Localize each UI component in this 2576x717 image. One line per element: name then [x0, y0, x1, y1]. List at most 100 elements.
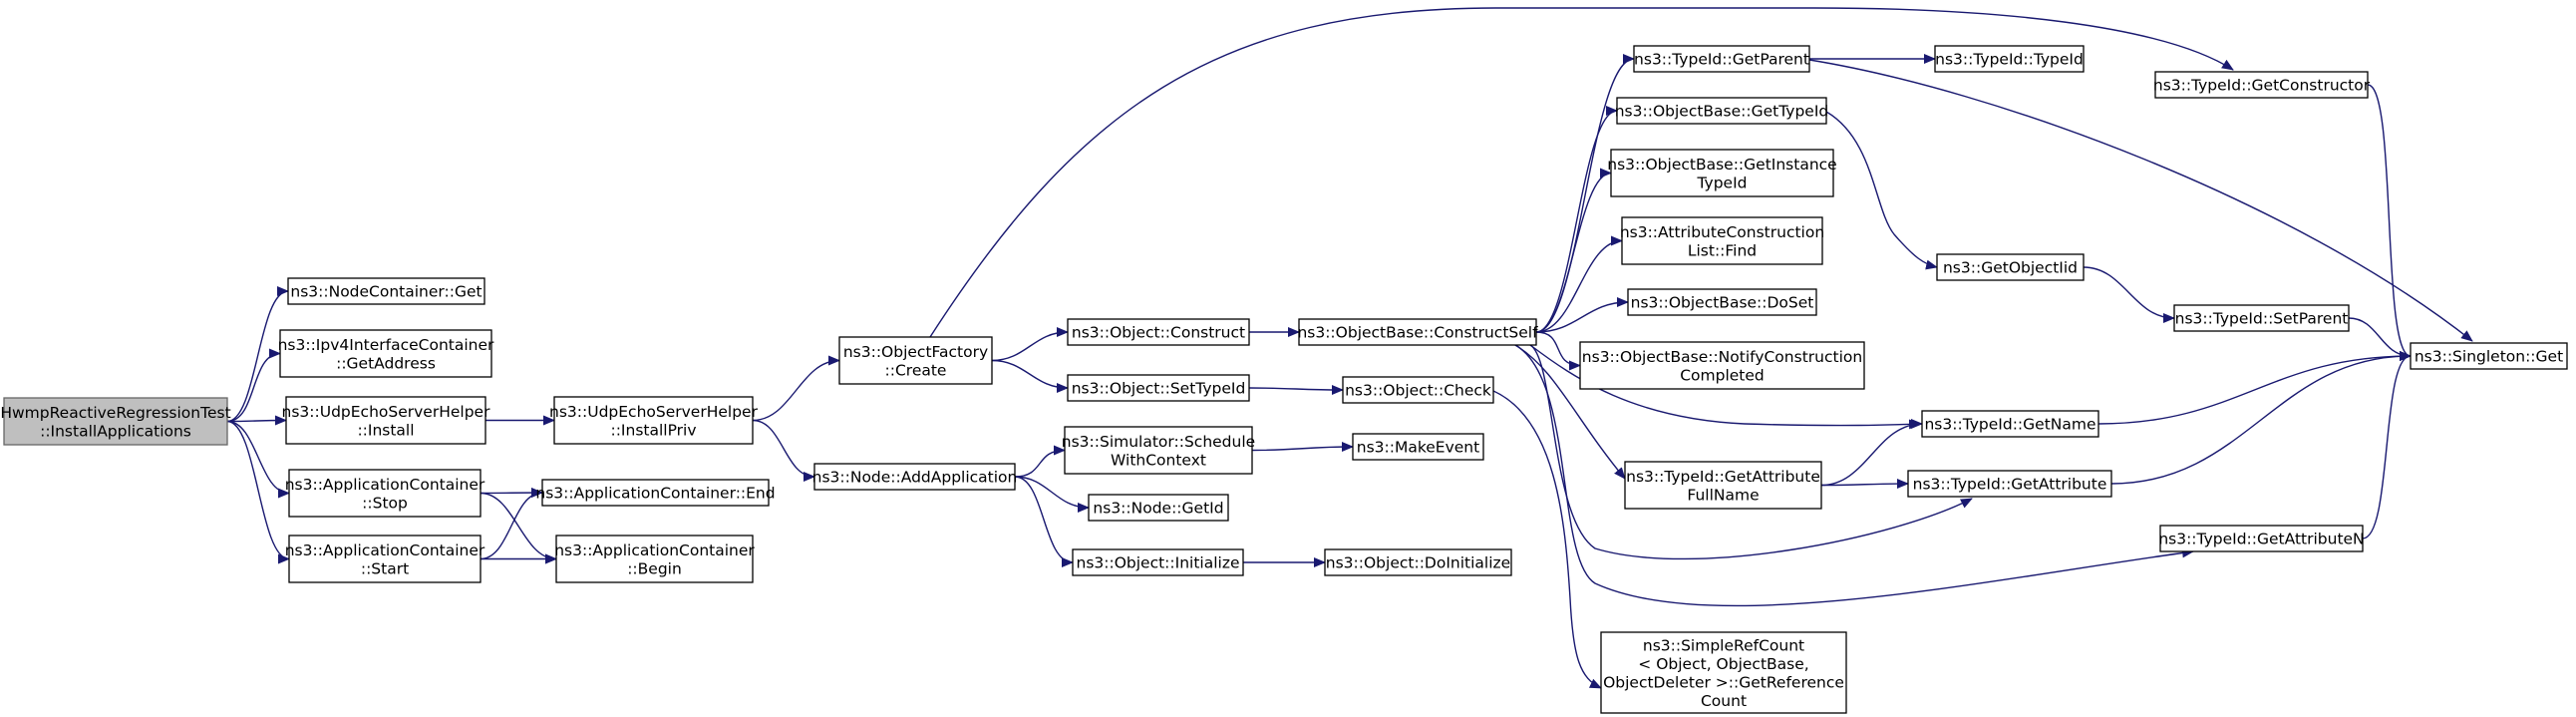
node-label-line: ns3::TypeId::SetParent: [2175, 310, 2349, 328]
node-box: [1624, 461, 1822, 510]
node-box: [1579, 341, 1865, 390]
edge-udp_installpriv-to-node_addapp: [752, 419, 815, 482]
node-tid-setparent[interactable]: ns3::TypeId::SetParent: [2173, 304, 2350, 332]
node-label-line: ns3::ObjectBase::ConstructSelf: [1297, 324, 1538, 342]
node-tid-getconstructor[interactable]: ns3::TypeId::GetConstructor: [2153, 71, 2371, 99]
edge-udp_installpriv-to-of_create: [752, 355, 840, 422]
node-udp-installpriv[interactable]: ns3::UdpEchoServerHelper::InstallPriv: [549, 396, 759, 445]
node-box: [1088, 494, 1229, 522]
edge-of_create-to-obj_construct: [991, 327, 1069, 362]
edge-layer: [226, 7, 2473, 689]
node-tid-getname[interactable]: ns3::TypeId::GetName: [1921, 410, 2099, 438]
edge-sim_schedule-to-makeevent: [1251, 442, 1354, 453]
node-label-line: ns3::ApplicationContainer: [554, 541, 755, 559]
node-ac-begin[interactable]: ns3::ApplicationContainer::Begin: [554, 535, 755, 583]
edge-tid_setparent-to-singleton_get: [2348, 317, 2412, 361]
node-ob-constructself[interactable]: ns3::ObjectBase::ConstructSelf: [1297, 318, 1538, 346]
node-label-line: ns3::Object::Initialize: [1077, 554, 1240, 572]
node-label-line: List::Find: [1688, 241, 1757, 259]
edge-ob_constructself-to-tid_getname: [1529, 344, 1921, 430]
node-box: [1621, 216, 1823, 265]
node-box: [1064, 426, 1253, 475]
node-node-getid[interactable]: ns3::Node::GetId: [1088, 494, 1229, 522]
node-obj-doinitialize[interactable]: ns3::Object::DoInitialize: [1324, 548, 1512, 576]
node-ob-gettypeid[interactable]: ns3::ObjectBase::GetTypeId: [1615, 97, 1829, 125]
edge-node_addapp-to-sim_schedule: [1014, 445, 1066, 478]
node-label-line: FullName: [1687, 486, 1759, 504]
edge-tid_getparent-to-singleton_get: [1808, 59, 2473, 342]
edge-node_addapp-to-obj_initialize: [1014, 476, 1074, 567]
edge-obj_settypeid-to-obj_check: [1248, 384, 1344, 395]
node-box: [2173, 304, 2350, 332]
node-ac-start[interactable]: ns3::ApplicationContainer::Start: [285, 535, 485, 583]
node-box: [1072, 548, 1244, 576]
edge-root-to-ipv4_getaddr: [226, 348, 281, 423]
node-label-line: ns3::Object::Check: [1345, 382, 1491, 400]
node-label-line: ns3::TypeId::GetAttribute: [1626, 468, 1820, 486]
node-tid-typeid[interactable]: ns3::TypeId::TypeId: [1934, 45, 2085, 73]
node-label-line: ns3::GetObjectIid: [1943, 259, 2078, 277]
node-obj-check[interactable]: ns3::Object::Check: [1342, 376, 1494, 404]
node-of-create[interactable]: ns3::ObjectFactory::Create: [838, 336, 993, 385]
node-obj-construct[interactable]: ns3::Object::Construct: [1067, 318, 1250, 346]
node-obj-settypeid[interactable]: ns3::Object::SetTypeId: [1067, 374, 1250, 402]
edge-root-to-nc_get: [226, 286, 289, 423]
node-makeevent[interactable]: ns3::MakeEvent: [1352, 433, 1484, 461]
node-label-line: ns3::Singleton::Get: [2415, 348, 2563, 366]
node-tid-getattributen[interactable]: ns3::TypeId::GetAttributeN: [2158, 525, 2365, 552]
node-box: [287, 277, 485, 305]
node-label-line: ::Create: [885, 361, 947, 379]
node-box: [1067, 318, 1250, 346]
node-box: [1921, 410, 2099, 438]
node-tid-getparent[interactable]: ns3::TypeId::GetParent: [1633, 45, 1810, 73]
node-box: [3, 397, 228, 446]
node-udp-install[interactable]: ns3::UdpEchoServerHelper::Install: [282, 396, 491, 445]
node-label-line: ns3::MakeEvent: [1357, 439, 1479, 457]
node-layer: HwmpReactiveRegressionTest::InstallAppli…: [0, 45, 2568, 714]
node-label-line: ns3::TypeId::GetAttribute: [1913, 476, 2107, 494]
node-ob-notify[interactable]: ns3::ObjectBase::NotifyConstructionCompl…: [1579, 341, 1865, 390]
node-singleton-get[interactable]: ns3::Singleton::Get: [2410, 342, 2568, 370]
node-box: [1298, 318, 1537, 346]
node-label-line: ns3::TypeId::TypeId: [1935, 51, 2084, 69]
edge-ac_start-to-ac_end: [480, 488, 543, 560]
node-label-line: ns3::Object::Construct: [1072, 324, 1245, 342]
edge-ob_constructself-to-ob_gettypeid: [1535, 106, 1618, 333]
edge-tid_getattrfullname-to-tid_getname: [1820, 419, 1923, 487]
node-box: [1633, 45, 1810, 73]
node-label-line: ns3::TypeId::GetConstructor: [2153, 77, 2371, 95]
node-box: [1342, 376, 1494, 404]
node-label-line: ObjectDeleter >::GetReference: [1603, 673, 1844, 691]
node-box: [2410, 342, 2568, 370]
node-root[interactable]: HwmpReactiveRegressionTest::InstallAppli…: [0, 397, 231, 446]
node-label-line: Completed: [1680, 366, 1765, 384]
node-ipv4-getaddr[interactable]: ns3::Ipv4InterfaceContainer::GetAddress: [278, 329, 494, 378]
edge-tid_getname-to-singleton_get: [2097, 351, 2412, 425]
node-getobjectiid[interactable]: ns3::GetObjectIid: [1936, 253, 2085, 281]
node-label-line: ns3::ObjectBase::DoSet: [1631, 294, 1814, 312]
node-ac-end[interactable]: ns3::ApplicationContainer::End: [535, 479, 776, 507]
node-box: [553, 396, 754, 445]
node-box: [285, 396, 486, 445]
node-label-line: ns3::ObjectBase::NotifyConstruction: [1582, 348, 1862, 366]
node-box: [541, 479, 770, 507]
node-nc-get[interactable]: ns3::NodeContainer::Get: [287, 277, 485, 305]
edge-ac_stop-to-ac_end: [480, 488, 543, 499]
node-simplerefcount[interactable]: ns3::SimpleRefCount< Object, ObjectBase,…: [1600, 631, 1847, 714]
node-tid-getattribute[interactable]: ns3::TypeId::GetAttribute: [1907, 470, 2112, 498]
node-label-line: ::Install: [357, 421, 414, 439]
node-ac-stop[interactable]: ns3::ApplicationContainer::Stop: [285, 469, 485, 518]
node-obj-initialize[interactable]: ns3::Object::Initialize: [1072, 548, 1244, 576]
edge-tid_getconstructor-to-singleton_get: [2367, 84, 2412, 361]
node-label-line: ::InstallApplications: [40, 422, 191, 440]
node-box: [2159, 525, 2364, 552]
edge-obj_check-to-simplerefcount: [1492, 390, 1602, 689]
node-ob-doset[interactable]: ns3::ObjectBase::DoSet: [1627, 288, 1817, 316]
edge-tid_getattributen-to-singleton_get: [2362, 351, 2412, 539]
node-node-addapp[interactable]: ns3::Node::AddApplication: [812, 463, 1018, 491]
node-label-line: ns3::ObjectBase::GetTypeId: [1615, 103, 1829, 121]
